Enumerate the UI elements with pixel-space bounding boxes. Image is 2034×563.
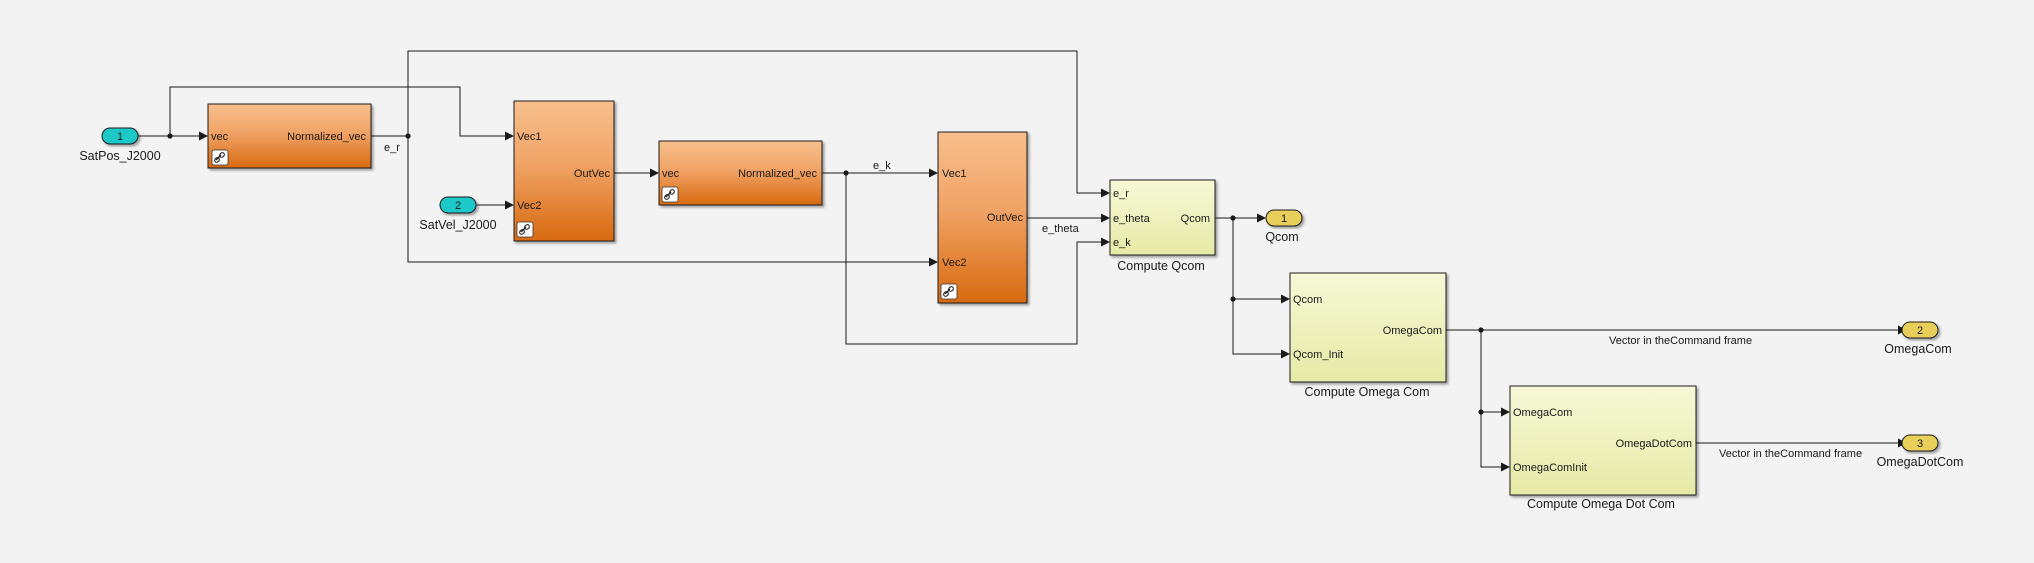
inport-name: SatVel_J2000	[419, 218, 496, 232]
cross-product-block-1[interactable]: Vec1 Vec2 OutVec	[513, 100, 615, 242]
port-label-e-k: e_k	[1113, 237, 1131, 249]
branch-points	[167, 133, 1484, 415]
port-label-vec2: Vec2	[517, 200, 541, 212]
compute-omega-com-subsystem[interactable]: Qcom Qcom_Init OmegaCom Compute Omega Co…	[1289, 272, 1447, 399]
outport-name: OmegaDotCom	[1877, 455, 1964, 469]
outport-omega-dot-com[interactable]: 3 OmegaDotCom	[1877, 434, 1964, 469]
signal-label-e-k: e_k	[873, 160, 891, 172]
inport-satpos[interactable]: 1 SatPos_J2000	[79, 127, 161, 163]
port-label-vec1: Vec1	[942, 168, 966, 180]
block-name: Compute Omega Dot Com	[1527, 497, 1675, 511]
inport-number: 1	[117, 131, 123, 143]
normalize-block-2[interactable]: vec Normalized_vec	[658, 140, 823, 206]
signal-lines	[138, 50, 1898, 468]
port-label-e-theta: e_theta	[1113, 213, 1151, 225]
port-label-omegadotcom: OmegaDotCom	[1616, 438, 1692, 450]
port-label-e-r: e_r	[1113, 188, 1129, 200]
cross-product-block-2[interactable]: Vec1 Vec2 OutVec	[937, 131, 1028, 304]
compute-omega-dot-com-subsystem[interactable]: OmegaCom OmegaComInit OmegaDotCom Comput…	[1509, 385, 1697, 511]
port-label-outvec: OutVec	[987, 212, 1024, 224]
signal-label-omega-com: Vector in theCommand frame	[1609, 335, 1752, 347]
outport-number: 3	[1917, 438, 1923, 450]
port-label-normalized-vec: Normalized_vec	[287, 131, 366, 143]
block-name: Compute Qcom	[1117, 259, 1205, 273]
signal-label-e-r: e_r	[384, 142, 400, 154]
signal-arrowheads	[199, 131, 1907, 472]
port-label-normalized-vec: Normalized_vec	[738, 168, 817, 180]
port-label-vec1: Vec1	[517, 131, 541, 143]
link-icon	[661, 186, 679, 203]
port-label-vec: vec	[662, 168, 680, 180]
port-label-qcom-init: Qcom_Init	[1293, 349, 1343, 361]
compute-qcom-subsystem[interactable]: e_r e_theta e_k Qcom Compute Qcom	[1109, 179, 1216, 273]
block-name: Compute Omega Com	[1304, 385, 1429, 399]
inport-number: 2	[455, 200, 461, 212]
port-label-vec: vec	[211, 131, 229, 143]
signal-labels: e_r e_k e_theta Vector in theCommand fra…	[384, 142, 1862, 460]
normalize-block-1[interactable]: vec Normalized_vec	[207, 103, 372, 169]
outport-name: Qcom	[1265, 230, 1298, 244]
signal-label-omega-dot-com: Vector in theCommand frame	[1719, 448, 1862, 460]
outport-number: 2	[1917, 325, 1923, 337]
link-icon	[211, 149, 229, 166]
inport-name: SatPos_J2000	[79, 149, 160, 163]
port-label-qcom: Qcom	[1181, 213, 1210, 225]
outport-name: OmegaCom	[1884, 342, 1951, 356]
outport-qcom[interactable]: 1 Qcom	[1265, 209, 1303, 244]
outport-omega-com[interactable]: 2 OmegaCom	[1884, 321, 1952, 356]
port-label-outvec: OutVec	[574, 168, 611, 180]
link-icon	[516, 221, 534, 238]
port-label-omegacom: OmegaCom	[1513, 407, 1572, 419]
inport-satvel[interactable]: 2 SatVel_J2000	[419, 196, 497, 232]
signal-label-e-theta: e_theta	[1042, 223, 1080, 235]
outport-number: 1	[1281, 213, 1287, 225]
port-label-omegacom: OmegaCom	[1383, 325, 1442, 337]
link-icon	[940, 283, 958, 300]
port-label-qcom: Qcom	[1293, 294, 1322, 306]
port-label-omegacominit: OmegaComInit	[1513, 462, 1587, 474]
port-label-vec2: Vec2	[942, 257, 966, 269]
